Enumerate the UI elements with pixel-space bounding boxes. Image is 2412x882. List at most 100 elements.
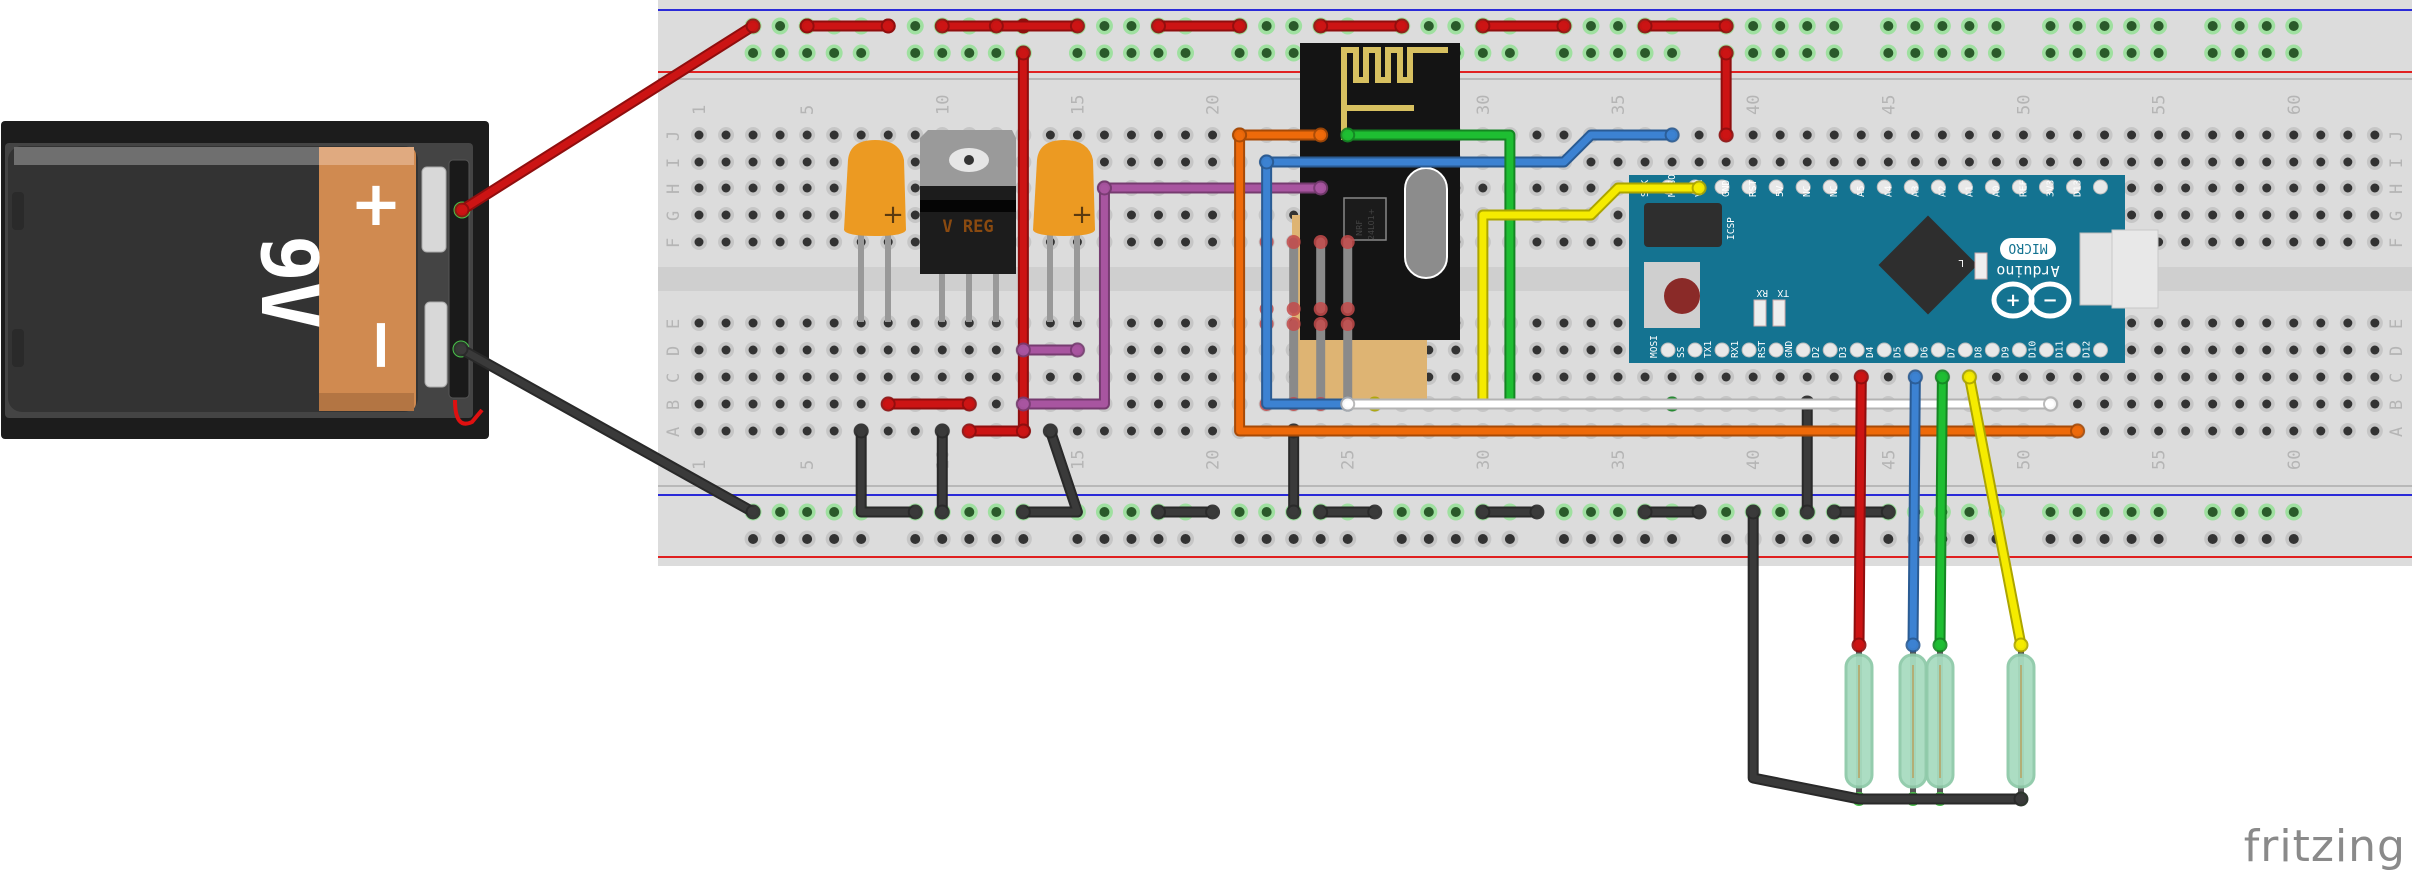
breadboard-hole[interactable]	[829, 210, 839, 220]
rail-hole[interactable]	[1261, 507, 1272, 517]
wire-battery-positive-end[interactable]	[745, 18, 761, 34]
breadboard-hole[interactable]	[2316, 318, 2326, 328]
breadboard-hole[interactable]	[1181, 372, 1191, 382]
breadboard-hole[interactable]	[1856, 157, 1866, 167]
wire-black-cap1-gnd-end[interactable]	[853, 423, 869, 439]
wire-orange-csn-end[interactable]	[1232, 127, 1248, 143]
breadboard-hole[interactable]	[2127, 399, 2137, 409]
breadboard-hole[interactable]	[2100, 426, 2110, 436]
breadboard-hole[interactable]	[1883, 157, 1893, 167]
wire-reed-switch-2-end[interactable]	[1907, 369, 1923, 385]
breadboard-hole[interactable]	[2343, 157, 2353, 167]
breadboard-hole[interactable]	[802, 210, 812, 220]
breadboard-hole[interactable]	[1964, 157, 1974, 167]
breadboard-hole[interactable]	[883, 130, 893, 140]
rail-hole[interactable]	[1126, 507, 1137, 517]
wire-top-rail-bridge-end[interactable]	[1151, 18, 1167, 34]
rail-hole[interactable]	[991, 534, 1002, 544]
rail-hole[interactable]	[1423, 507, 1434, 517]
breadboard-hole[interactable]	[829, 399, 839, 409]
rail-hole[interactable]	[1964, 21, 1975, 31]
wire-reed-switch-1-end[interactable]	[1851, 637, 1867, 653]
breadboard-hole[interactable]	[2235, 399, 2245, 409]
breadboard-hole[interactable]	[1181, 399, 1191, 409]
breadboard-hole[interactable]	[802, 157, 812, 167]
breadboard-hole[interactable]	[1694, 372, 1704, 382]
arduino-bottom-pin[interactable]	[1984, 342, 2000, 358]
breadboard-hole[interactable]	[1126, 237, 1136, 247]
wire-black-cap1-gnd[interactable]	[853, 423, 923, 520]
wire-red-b-row-end[interactable]	[880, 396, 896, 412]
breadboard-hole[interactable]	[2370, 157, 2380, 167]
wire-bottom-rail-bridge[interactable]	[1313, 504, 1383, 520]
rail-hole[interactable]	[1640, 534, 1651, 544]
breadboard-hole[interactable]	[883, 345, 893, 355]
breadboard-hole[interactable]	[1181, 130, 1191, 140]
arduino-bottom-pin[interactable]	[1903, 342, 1919, 358]
breadboard-hole[interactable]	[775, 157, 785, 167]
breadboard-hole[interactable]	[1154, 318, 1164, 328]
breadboard-hole[interactable]	[2127, 345, 2137, 355]
breadboard-hole[interactable]	[1181, 237, 1191, 247]
wire-battery-negative-end[interactable]	[453, 341, 469, 357]
wire-top-rail-bridge-end[interactable]	[1394, 18, 1410, 34]
breadboard-hole[interactable]	[721, 237, 731, 247]
breadboard-hole[interactable]	[1208, 318, 1218, 328]
wire-top-rail-bridge-end[interactable]	[1069, 18, 1085, 34]
rail-hole[interactable]	[802, 534, 813, 544]
breadboard-hole[interactable]	[1126, 157, 1136, 167]
breadboard-hole[interactable]	[2073, 130, 2083, 140]
breadboard-hole[interactable]	[2127, 426, 2137, 436]
rail-hole[interactable]	[937, 534, 948, 544]
arduino-top-pin[interactable]	[1849, 179, 1865, 195]
rail-hole[interactable]	[1558, 507, 1569, 517]
breadboard-hole[interactable]	[2181, 157, 2191, 167]
breadboard-hole[interactable]	[1532, 130, 1542, 140]
breadboard-hole[interactable]	[2208, 210, 2218, 220]
rail-hole[interactable]	[1504, 534, 1515, 544]
wire-black-reed-common[interactable]	[1745, 504, 2029, 807]
rail-hole[interactable]	[1910, 48, 1921, 58]
rail-hole[interactable]	[1991, 48, 2002, 58]
breadboard-hole[interactable]	[802, 399, 812, 409]
rail-hole[interactable]	[2072, 507, 2083, 517]
rail-hole[interactable]	[2153, 534, 2164, 544]
rail-hole[interactable]	[2261, 534, 2272, 544]
rail-hole[interactable]	[1937, 21, 1948, 31]
breadboard-hole[interactable]	[748, 399, 758, 409]
breadboard-hole[interactable]	[1099, 157, 1109, 167]
breadboard-hole[interactable]	[910, 210, 920, 220]
breadboard-hole[interactable]	[694, 157, 704, 167]
breadboard-hole[interactable]	[1613, 237, 1623, 247]
rail-hole[interactable]	[937, 48, 948, 58]
capacitor-2[interactable]: +	[1033, 140, 1095, 322]
breadboard-hole[interactable]	[775, 426, 785, 436]
rail-hole[interactable]	[2072, 534, 2083, 544]
breadboard-hole[interactable]	[694, 345, 704, 355]
arduino-top-pin[interactable]	[1984, 179, 2000, 195]
wire-top-rail-bridge[interactable]	[1475, 18, 1572, 34]
breadboard-hole[interactable]	[748, 372, 758, 382]
breadboard-hole[interactable]	[748, 183, 758, 193]
rail-hole[interactable]	[1585, 48, 1596, 58]
breadboard-hole[interactable]	[1802, 372, 1812, 382]
breadboard-hole[interactable]	[910, 318, 920, 328]
breadboard-hole[interactable]	[1126, 426, 1136, 436]
arduino-bottom-pin[interactable]	[2011, 342, 2027, 358]
wire-purple-d-row-end[interactable]	[1015, 342, 1031, 358]
breadboard-hole[interactable]	[2208, 426, 2218, 436]
breadboard-hole[interactable]	[1694, 157, 1704, 167]
breadboard-hole[interactable]	[775, 183, 785, 193]
arduino-top-pin[interactable]	[1714, 179, 1730, 195]
breadboard-hole[interactable]	[2289, 318, 2299, 328]
rail-hole[interactable]	[1775, 21, 1786, 31]
wire-bottom-rail-bridge-end[interactable]	[1691, 504, 1707, 520]
breadboard-hole[interactable]	[2127, 130, 2137, 140]
wire-battery-positive[interactable]	[454, 18, 761, 218]
breadboard-hole[interactable]	[829, 157, 839, 167]
arduino-top-pin[interactable]	[1741, 179, 1757, 195]
breadboard-hole[interactable]	[2262, 183, 2272, 193]
rail-hole[interactable]	[1180, 48, 1191, 58]
breadboard-hole[interactable]	[1991, 372, 2001, 382]
breadboard-hole[interactable]	[829, 130, 839, 140]
